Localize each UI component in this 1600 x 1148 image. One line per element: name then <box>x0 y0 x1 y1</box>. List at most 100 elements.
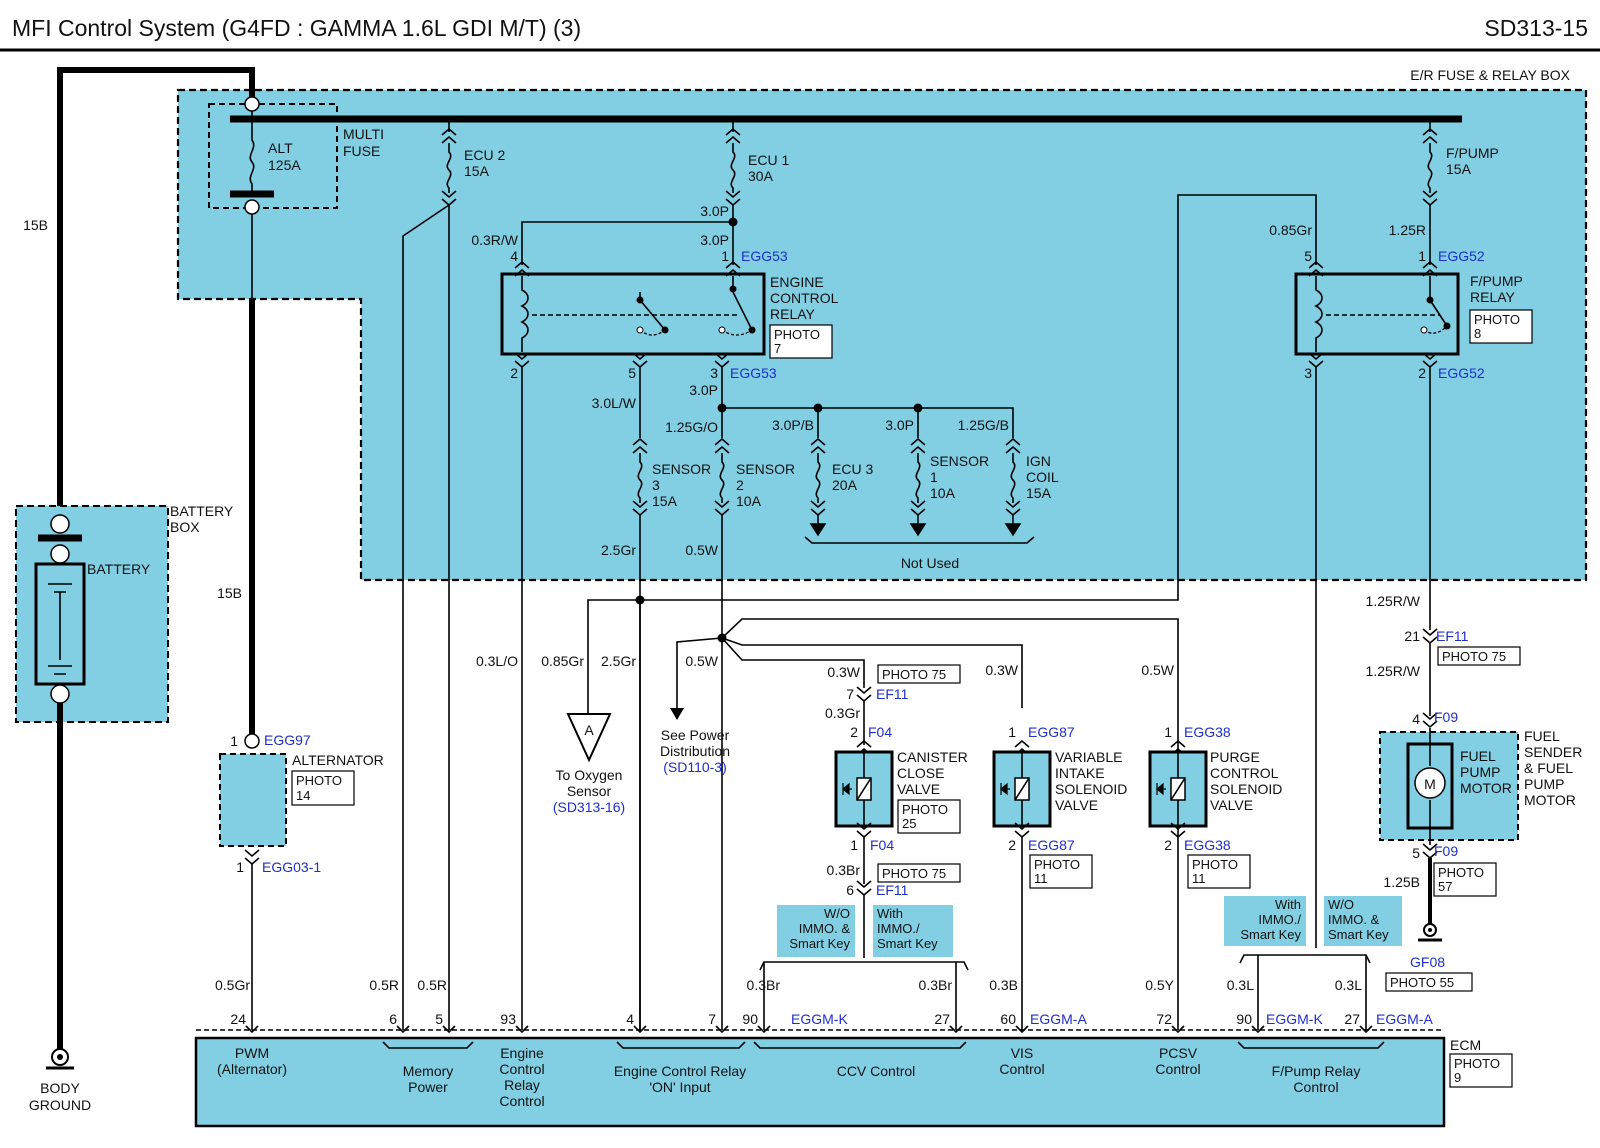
multi-fuse-label-1: MULTI <box>343 126 384 142</box>
sensor1-fuse <box>909 438 927 537</box>
svg-text:25: 25 <box>902 816 916 831</box>
svg-text:11: 11 <box>1034 871 1048 886</box>
connector-f04-top: F04 <box>868 724 892 740</box>
svg-text:SENDER: SENDER <box>1524 744 1582 760</box>
connector-ef11-ccv-top: EF11 <box>876 686 909 702</box>
svg-text:10A: 10A <box>930 485 956 501</box>
connector-eggm-a-fpump: EGGM-A <box>1376 1011 1433 1027</box>
fpump-relay-label-2: RELAY <box>1470 289 1516 305</box>
ecm-pin-chevron-3 <box>515 1025 529 1034</box>
battery-box-label-2: BOX <box>170 519 200 535</box>
ecm-pin-chevron-0 <box>245 1025 259 1034</box>
ecm-pin-4: 4 <box>626 1011 634 1027</box>
ref-sd313-16[interactable]: (SD313-16) <box>553 799 625 815</box>
vis-valve-icon <box>1000 782 1010 796</box>
svg-text:SOLENOID: SOLENOID <box>1055 781 1127 797</box>
svg-text:PWM: PWM <box>235 1045 269 1061</box>
ecu1-fuse-name: ECU 1 <box>748 152 789 168</box>
svg-text:20A: 20A <box>832 477 858 493</box>
body-ground-label-2: GROUND <box>29 1097 91 1113</box>
er-fuse-relay-box-label: E/R FUSE & RELAY BOX <box>1410 67 1570 83</box>
svg-text:1.25R/W: 1.25R/W <box>1366 593 1421 609</box>
svg-text:PHOTO: PHOTO <box>902 802 948 817</box>
svg-text:PHOTO: PHOTO <box>1192 857 1238 872</box>
svg-text:CONTROL: CONTROL <box>1210 765 1279 781</box>
svg-text:14: 14 <box>296 788 310 803</box>
ecm-pin-3: 93 <box>500 1011 516 1027</box>
connector-egg87-bottom: EGG87 <box>1028 837 1075 853</box>
svg-text:0.3W: 0.3W <box>827 664 860 680</box>
er-fuse-relay-box <box>176 88 1588 582</box>
svg-text:0.5R: 0.5R <box>369 977 399 993</box>
svg-text:M: M <box>1424 776 1436 792</box>
ecm-pin-chevron-2 <box>442 1025 456 1034</box>
svg-text:VARIABLE: VARIABLE <box>1055 749 1122 765</box>
svg-text:W/O: W/O <box>824 906 850 921</box>
svg-text:0.3L: 0.3L <box>1335 977 1362 993</box>
svg-text:7: 7 <box>846 686 854 702</box>
svg-text:VIS: VIS <box>1011 1045 1034 1061</box>
ref-sd110-3[interactable]: (SD110-3) <box>663 759 727 775</box>
svg-text:1: 1 <box>721 248 729 264</box>
connector-egg52-bottom: EGG52 <box>1438 365 1485 381</box>
svg-text:Control: Control <box>999 1061 1044 1077</box>
connector-egg53-top: EGG53 <box>741 248 788 264</box>
svg-text:Control: Control <box>499 1093 544 1109</box>
ecm-pin-2: 5 <box>435 1011 443 1027</box>
svg-text:3: 3 <box>710 365 718 381</box>
svg-text:5: 5 <box>1412 845 1420 861</box>
connector-ef11-ccv-bottom: EF11 <box>876 882 909 898</box>
svg-text:1.25R: 1.25R <box>1389 222 1426 238</box>
ecm-label: ECM <box>1450 1037 1481 1053</box>
ecm-pin-chevron-4 <box>633 1025 647 1034</box>
svg-text:Memory: Memory <box>403 1063 454 1079</box>
svg-text:PHOTO: PHOTO <box>1454 1056 1500 1071</box>
svg-text:8: 8 <box>1474 326 1481 341</box>
svg-text:1.25G/B: 1.25G/B <box>958 417 1009 433</box>
svg-text:1: 1 <box>230 733 238 749</box>
svg-text:SENSOR: SENSOR <box>736 461 795 477</box>
svg-text:Control: Control <box>1155 1061 1200 1077</box>
svg-text:2: 2 <box>1008 837 1016 853</box>
svg-text:PURGE: PURGE <box>1210 749 1260 765</box>
svg-text:1: 1 <box>236 859 244 875</box>
svg-text:2.5Gr: 2.5Gr <box>601 653 636 669</box>
multi-fuse-label-2: FUSE <box>343 143 380 159</box>
svg-text:F/Pump Relay: F/Pump Relay <box>1272 1063 1361 1079</box>
svg-text:& FUEL: & FUEL <box>1524 760 1573 776</box>
battery-label: BATTERY <box>87 561 151 577</box>
svg-text:Control: Control <box>1293 1079 1338 1095</box>
svg-text:FUEL: FUEL <box>1460 748 1496 764</box>
connector-egg38-top: EGG38 <box>1184 724 1231 740</box>
wire-15b-battery: 15B <box>23 217 48 233</box>
connector-egg87-top: EGG87 <box>1028 724 1075 740</box>
not-used-label: Not Used <box>901 555 959 571</box>
svg-text:CLOSE: CLOSE <box>897 765 944 781</box>
alt-fuse-symbol <box>249 111 255 193</box>
svg-text:3.0L/W: 3.0L/W <box>592 395 637 411</box>
connector-egg52-top: EGG52 <box>1438 248 1485 264</box>
svg-text:Sensor: Sensor <box>567 783 612 799</box>
ecm-pin-11: 27 <box>1344 1011 1360 1027</box>
svg-text:W/O: W/O <box>1328 897 1354 912</box>
multi-fuse-box <box>208 103 338 209</box>
svg-text:5: 5 <box>628 365 636 381</box>
svg-text:9: 9 <box>1454 1070 1461 1085</box>
connector-eggm-a-vis: EGGM-A <box>1030 1011 1087 1027</box>
svg-text:PHOTO: PHOTO <box>774 327 820 342</box>
svg-text:0.5W: 0.5W <box>685 653 718 669</box>
svg-text:57: 57 <box>1438 879 1452 894</box>
svg-text:1.25B: 1.25B <box>1383 874 1420 890</box>
svg-text:0.3R/W: 0.3R/W <box>471 232 518 248</box>
svg-text:5: 5 <box>1304 248 1312 264</box>
alt-fuse-name: ALT <box>268 140 293 156</box>
ecm-pin-6: 90 <box>742 1011 758 1027</box>
svg-text:PHOTO: PHOTO <box>1474 312 1520 327</box>
svg-text:Smart Key: Smart Key <box>789 936 850 951</box>
svg-text:1: 1 <box>930 469 938 485</box>
svg-text:21: 21 <box>1404 628 1420 644</box>
fpump-relay <box>1294 272 1460 356</box>
page-title: MFI Control System (G4FD : GAMMA 1.6L GD… <box>12 15 581 41</box>
svg-text:With: With <box>1275 897 1301 912</box>
svg-text:ECU 3: ECU 3 <box>832 461 873 477</box>
